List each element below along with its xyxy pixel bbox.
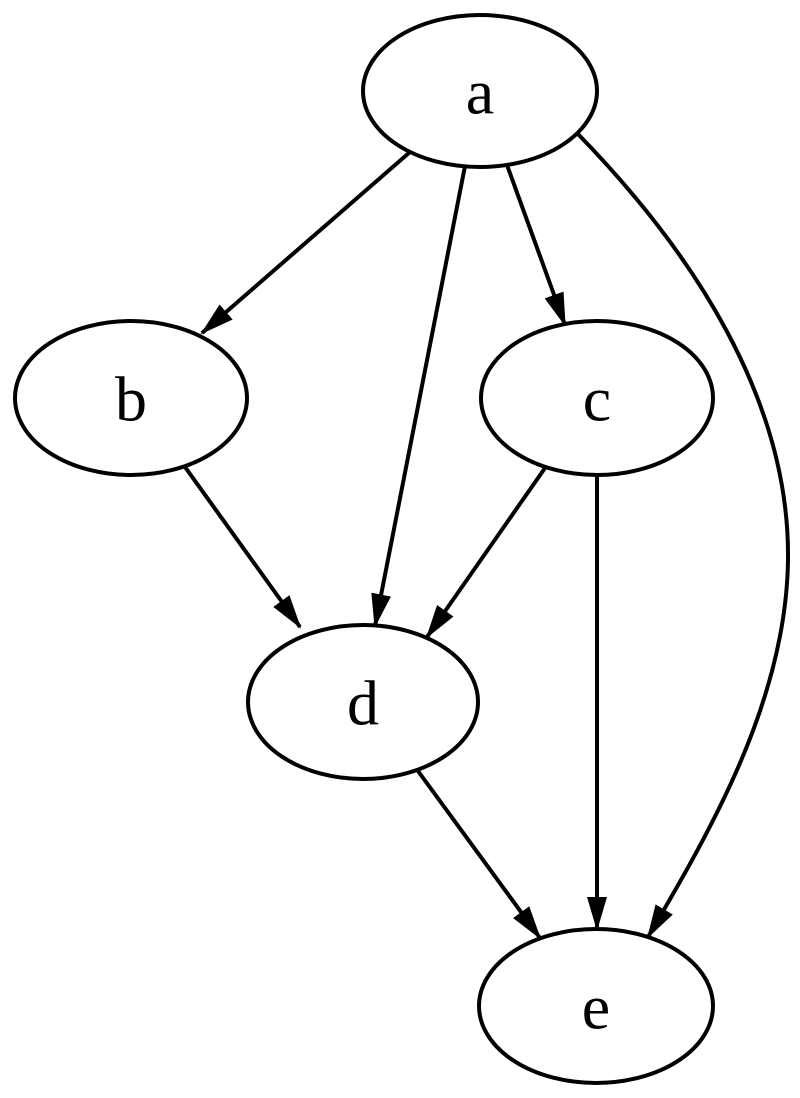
node-b-label: b (115, 363, 147, 434)
node-d-ellipse (246, 623, 480, 781)
node-d-label: d (347, 667, 379, 738)
node-a-ellipse (361, 13, 599, 169)
node-a-label: a (466, 56, 494, 127)
node-c-ellipse (479, 319, 715, 477)
edges-layer (183, 131, 791, 940)
node-b-ellipse (13, 319, 249, 477)
node-d: d (246, 623, 480, 781)
nodes-layer: a b c d e (13, 13, 715, 1085)
edge-b-d (183, 465, 302, 629)
node-e: e (477, 927, 715, 1085)
edge-a-c (505, 164, 567, 327)
edge-d-e (416, 769, 542, 940)
edge-a-e (575, 131, 791, 939)
node-c-label: c (583, 363, 611, 434)
node-b: b (13, 319, 249, 477)
edge-c-d (425, 466, 547, 639)
edge-a-d (371, 165, 467, 628)
node-e-label: e (582, 971, 610, 1042)
node-c: c (479, 319, 715, 477)
node-a: a (361, 13, 599, 169)
node-e-ellipse (477, 927, 715, 1085)
edge-a-b (200, 150, 412, 335)
